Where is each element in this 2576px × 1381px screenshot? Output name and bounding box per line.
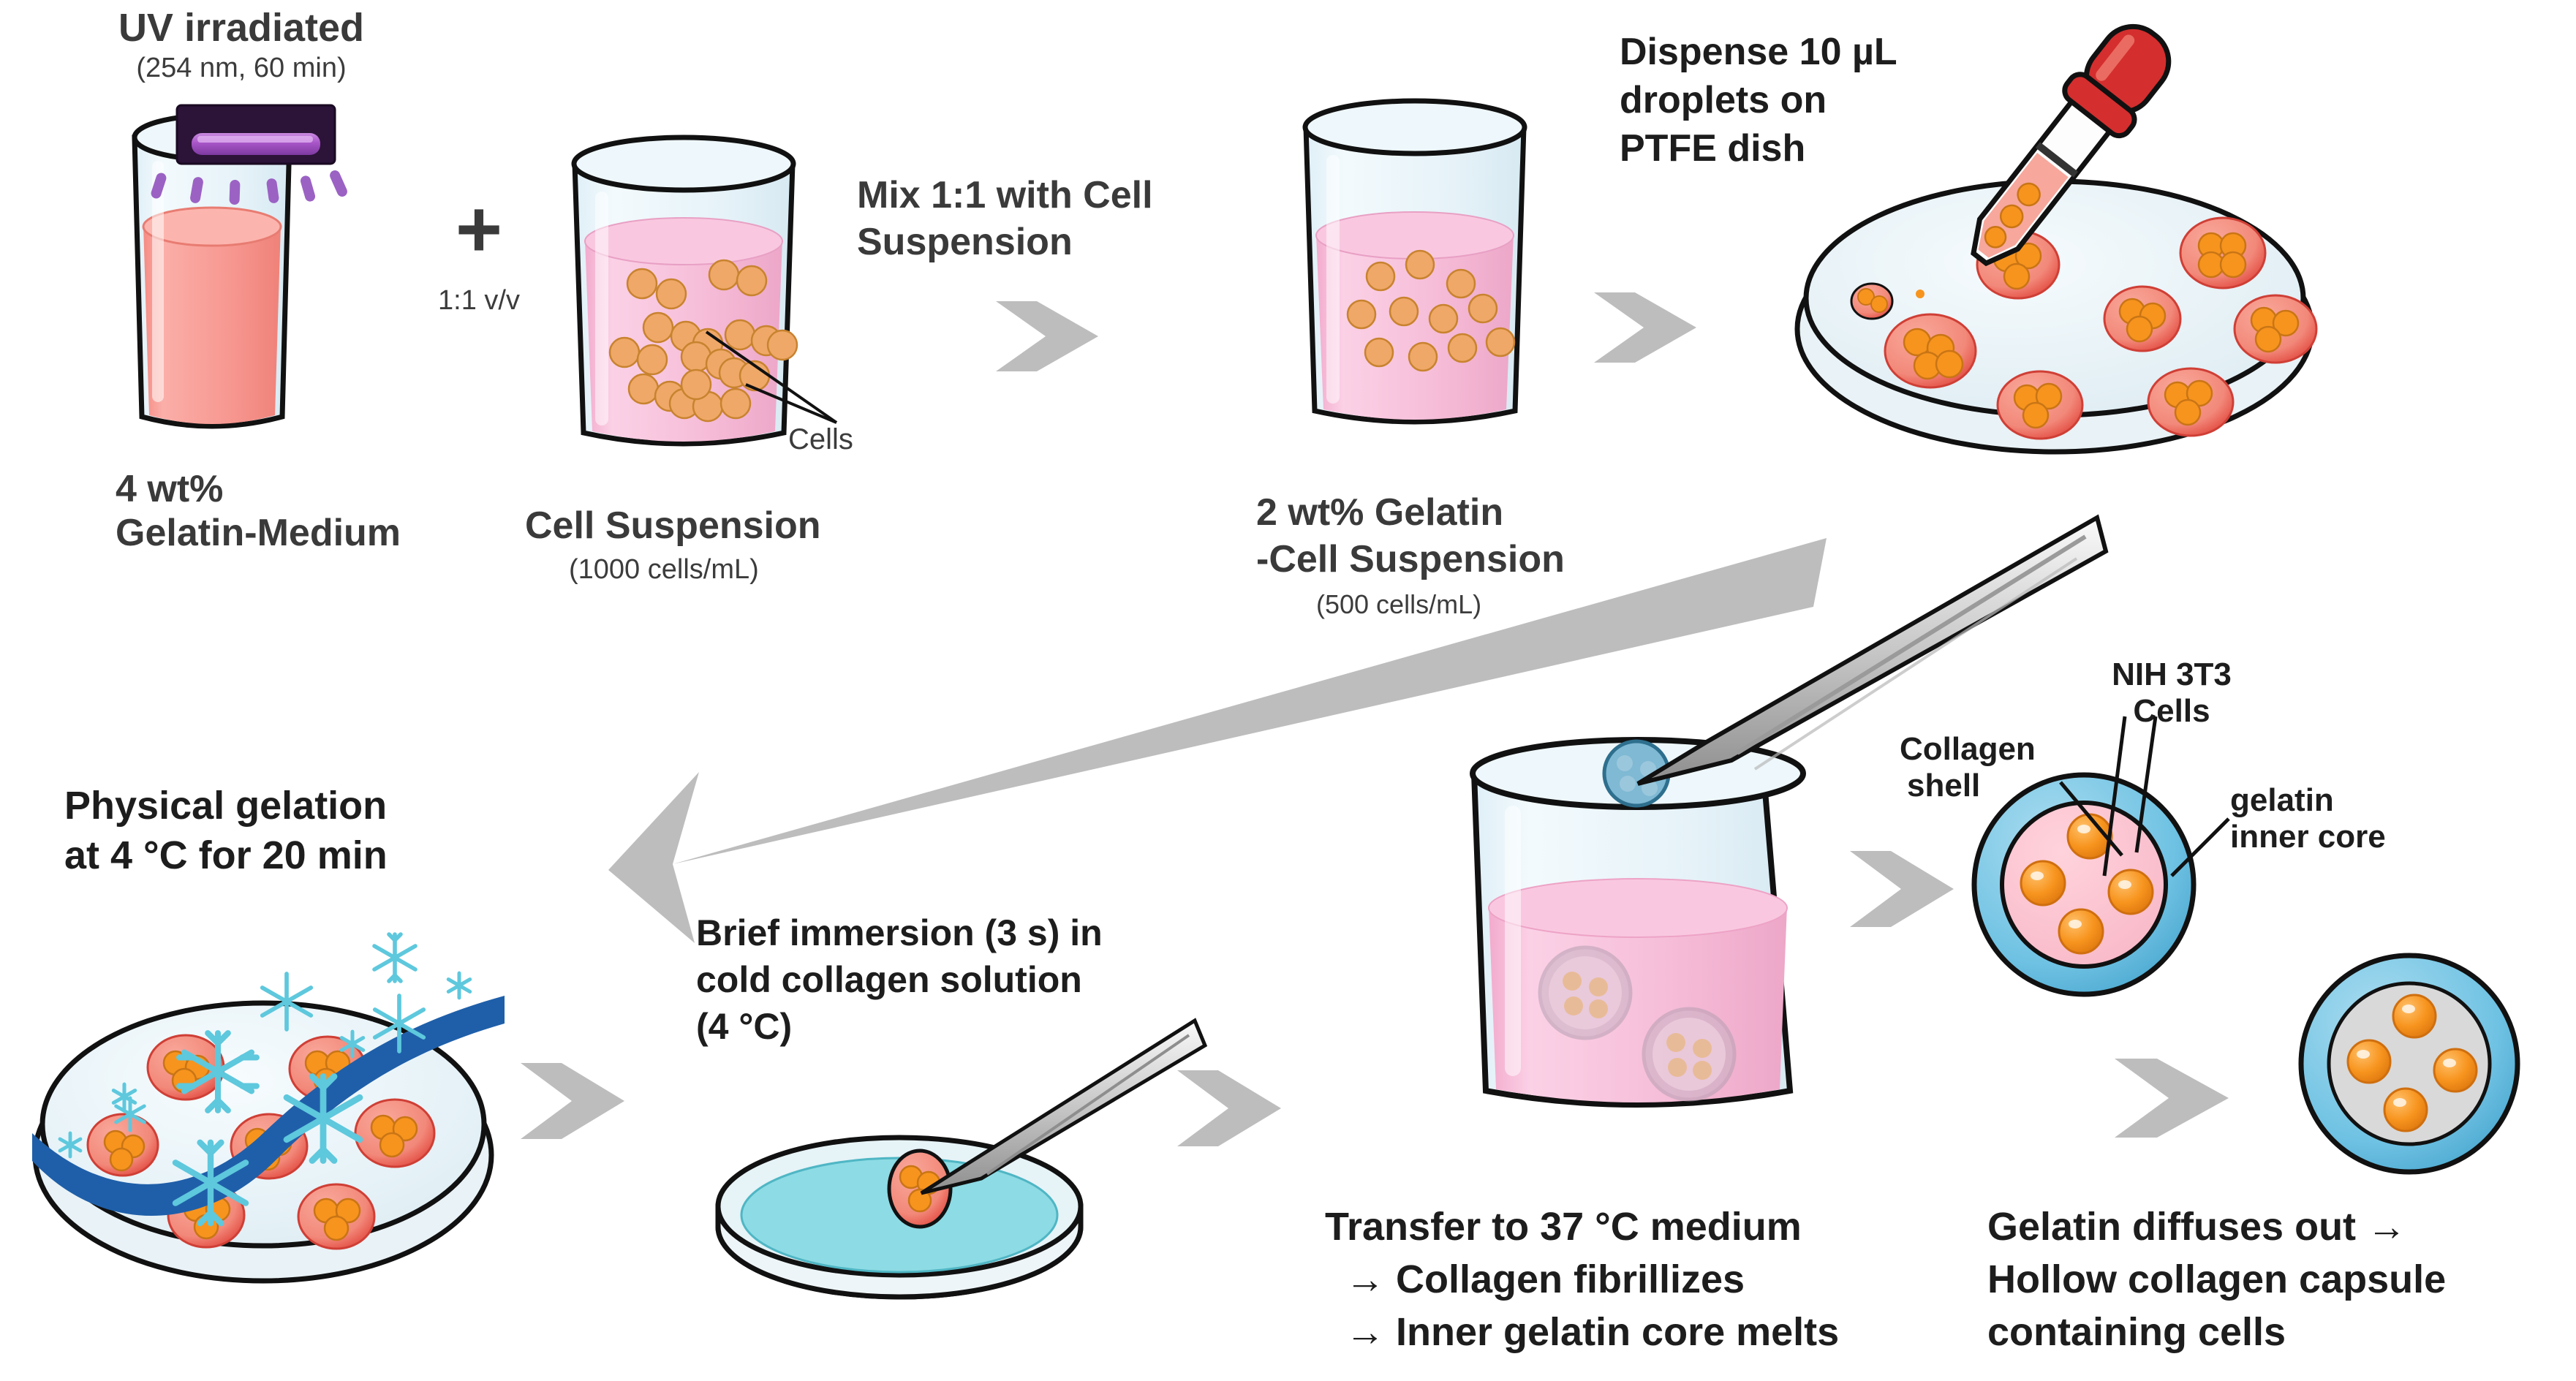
cold-petri-dish — [32, 932, 505, 1284]
uv-lamp-icon — [175, 104, 336, 165]
transfer-beaker — [1470, 737, 1806, 1108]
plus-icon: + — [455, 184, 503, 274]
dispense-step-line2: droplets on — [1620, 79, 1827, 121]
mix-step-line2: Suspension — [857, 221, 1073, 263]
collagen-shell-label-line1: Collagen — [1900, 731, 2036, 767]
cells-callout-lines — [705, 330, 838, 424]
transfer-step-line1: Transfer to 37 °C medium — [1325, 1205, 1802, 1249]
mix-step-line1: Mix 1:1 with Cell — [857, 174, 1153, 216]
capsule-label-leader-lines — [2059, 716, 2230, 877]
hollow-step-line2: Hollow collagen capsule — [1987, 1257, 2447, 1301]
tweezers-icon-collagen — [920, 1018, 1208, 1195]
pipette-icon — [1971, 23, 2172, 267]
uv-beaker — [132, 113, 292, 429]
transfer-step-line3: → Inner gelatin core melts — [1345, 1310, 1840, 1354]
immersion-step-line1: Brief immersion (3 s) in — [696, 912, 1103, 953]
uv-subtitle: (254 nm, 60 min) — [136, 53, 347, 83]
nih3t3-label-line2: Cells — [2133, 693, 2210, 729]
ratio-label: 1:1 v/v — [438, 285, 520, 316]
gelation-step-line1: Physical gelation — [64, 784, 388, 828]
right-arrow-icon — [996, 301, 1098, 371]
collagen-shell-label-line2: shell — [1907, 768, 1981, 803]
right-arrow-icon-6 — [2115, 1059, 2229, 1138]
gelatin-cell-beaker — [1302, 98, 1527, 425]
gelatin-core-label-line2: inner core — [2230, 819, 2386, 855]
collagen-capsule-with-core — [1971, 772, 2197, 997]
right-arrow-icon-3 — [521, 1063, 624, 1139]
cell-suspension-subcaption: (1000 cells/mL) — [569, 554, 759, 585]
transfer-step-line2: → Collagen fibrillizes — [1345, 1257, 1745, 1301]
dispense-step-line1: Dispense 10 µL — [1620, 31, 1897, 73]
gelatin-cell-subcaption: (500 cells/mL) — [1316, 589, 1482, 619]
nih3t3-label-line1: NIH 3T3 — [2112, 657, 2232, 692]
uv-rays-icon — [151, 170, 347, 205]
gelatin-medium-caption-line1: 4 wt% — [116, 468, 224, 510]
right-arrow-icon-5 — [1850, 851, 1954, 927]
uv-title: UV irradiated — [118, 6, 365, 50]
ptfe-dish — [1794, 178, 2318, 455]
immersion-step-line2: cold collagen solution — [696, 959, 1082, 1000]
hollow-step-line1: Gelatin diffuses out → — [1987, 1205, 2407, 1249]
gelatin-medium-caption-line2: Gelatin-Medium — [116, 512, 401, 554]
hollow-collagen-capsule — [2298, 953, 2520, 1175]
gelatin-core-label-line1: gelatin — [2230, 782, 2334, 818]
hollow-step-line3: containing cells — [1987, 1310, 2286, 1354]
tweezers-icon-transfer — [1636, 514, 2109, 786]
gelatin-cell-caption-line2: -Cell Suspension — [1256, 538, 1565, 580]
gelation-step-line2: at 4 °C for 20 min — [64, 833, 388, 877]
dispense-step-line3: PTFE dish — [1620, 127, 1806, 170]
right-arrow-icon-2 — [1594, 292, 1696, 363]
gelatin-cell-caption-line1: 2 wt% Gelatin — [1256, 491, 1504, 534]
diagonal-down-left-arrow-icon — [608, 538, 1827, 943]
cell-suspension-beaker — [571, 135, 798, 447]
cells-callout-label: Cells — [788, 423, 853, 455]
right-arrow-icon-4 — [1177, 1070, 1281, 1146]
cell-suspension-caption: Cell Suspension — [525, 504, 821, 547]
immersion-step-line3: (4 °C) — [696, 1006, 793, 1047]
